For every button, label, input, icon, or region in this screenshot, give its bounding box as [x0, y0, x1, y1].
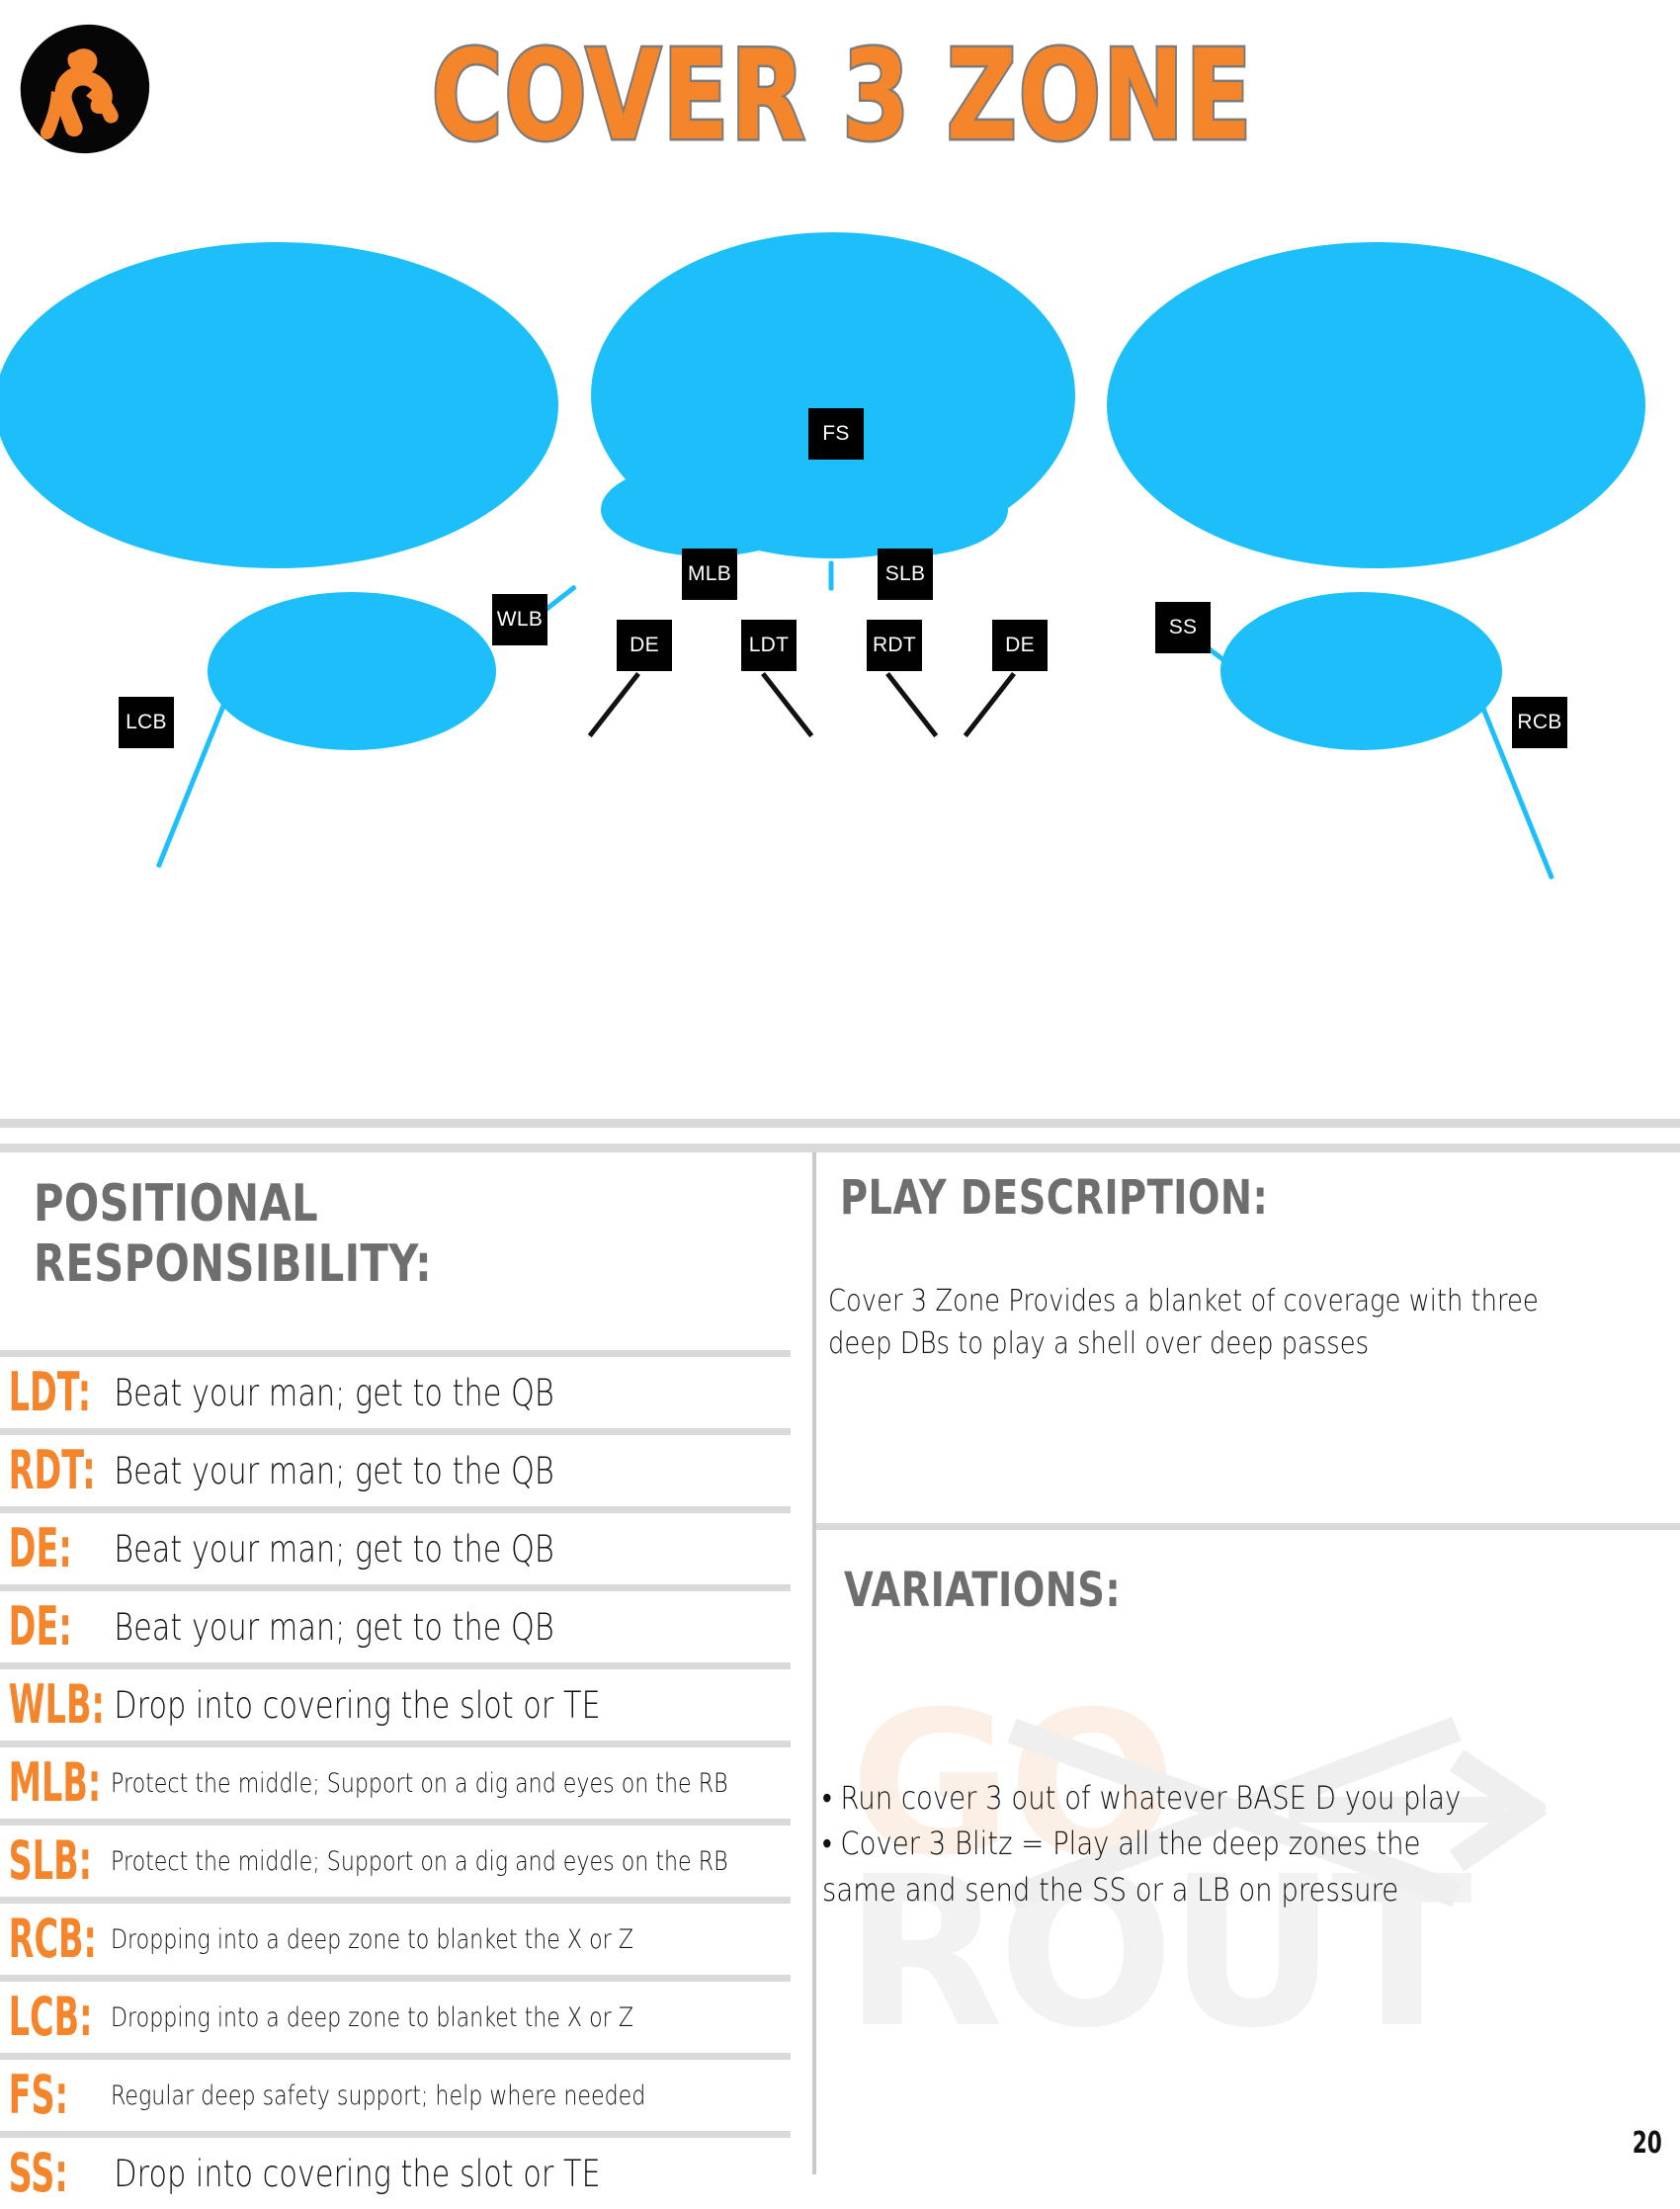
section-divider-top-2 — [0, 1144, 1680, 1152]
player-box-fs[interactable]: FS — [808, 408, 864, 460]
row-description: Beat your man; get to the QB — [114, 1527, 554, 1571]
panel-vertical-divider — [812, 1152, 816, 2174]
row-position-label: WLB: — [8, 1673, 105, 1736]
positional-responsibility-heading: POSITIONAL RESPONSIBILITY: — [34, 1174, 432, 1296]
table-row: WLB: Drop into covering the slot or TE — [0, 1662, 791, 1741]
player-box-lcb[interactable]: LCB — [119, 697, 174, 748]
row-description: Drop into covering the slot or TE — [114, 2152, 601, 2195]
play-info-panel: PLAY DESCRIPTION: Cover 3 Zone Provides … — [816, 1152, 1680, 2174]
player-label-lcb: LCB — [126, 711, 167, 733]
player-box-mlb[interactable]: MLB — [682, 549, 737, 600]
row-position-label: DE: — [8, 1595, 72, 1657]
rush-line-de-left — [587, 671, 640, 738]
player-box-wlb[interactable]: WLB — [492, 594, 547, 645]
list-item: • Run cover 3 out of whatever BASE D you… — [822, 1779, 1462, 1817]
play-description-heading: PLAY DESCRIPTION: — [840, 1170, 1269, 1226]
player-box-ldt[interactable]: LDT — [741, 620, 797, 671]
player-label-ldt: LDT — [748, 634, 790, 656]
player-label-ss: SS — [1168, 616, 1198, 638]
table-row: RDT: Beat your man; get to the QB — [0, 1428, 791, 1506]
table-row: SS: Drop into covering the slot or TE — [0, 2131, 791, 2209]
row-position-label: DE: — [8, 1517, 72, 1579]
page-title: COVER 3 ZONE — [430, 23, 1254, 168]
row-position-label: RDT: — [8, 1439, 96, 1501]
list-item: • Cover 3 Blitz = Play all the deep zone… — [822, 1825, 1421, 1863]
team-logo-icon — [18, 22, 152, 156]
rush-line-de-right — [963, 671, 1016, 738]
positional-responsibility-panel: POSITIONAL RESPONSIBILITY: LDT: Beat you… — [0, 1152, 812, 2209]
player-label-fs: FS — [822, 422, 850, 445]
player-box-de-right[interactable]: DE — [992, 620, 1048, 671]
row-description: Beat your man; get to the QB — [114, 1371, 554, 1414]
play-diagram: FS MLB SLB WLB SS LCB RCB DE LDT RDT DE — [0, 232, 1680, 1122]
row-position-label: LCB: — [8, 1986, 93, 2048]
table-row: MLB: Protect the middle; Support on a di… — [0, 1741, 791, 1819]
drop-line-fs — [828, 560, 834, 591]
row-description: Dropping into a deep zone to blanket the… — [111, 1923, 634, 1955]
player-label-rdt: RDT — [872, 634, 917, 656]
zone-flat-left — [208, 592, 496, 750]
player-box-rcb[interactable]: RCB — [1512, 697, 1567, 748]
row-description: Beat your man; get to the QB — [114, 1605, 554, 1649]
player-label-de-left: DE — [630, 634, 659, 656]
page-number: 20 — [1632, 2126, 1662, 2161]
section-divider-top — [0, 1119, 1680, 1128]
zone-hook-curl-left — [601, 463, 813, 556]
row-position-label: RCB: — [8, 1908, 97, 1970]
row-description: Protect the middle; Support on a dig and… — [111, 1845, 728, 1877]
play-description-body: Cover 3 Zone Provides a blanket of cover… — [828, 1284, 1539, 1361]
player-label-wlb: WLB — [496, 608, 544, 631]
responsibility-table: LDT: Beat your man; get to the QB RDT: B… — [0, 1350, 791, 2209]
row-position-label: MLB: — [8, 1751, 102, 1814]
player-box-de-left[interactable]: DE — [617, 620, 672, 671]
table-row: DE: Beat your man; get to the QB — [0, 1506, 791, 1584]
rush-line-rdt — [885, 671, 939, 738]
player-label-mlb: MLB — [687, 562, 732, 585]
row-description: Regular deep safety support; help where … — [111, 2080, 646, 2111]
positional-heading-line2: RESPONSIBILITY: — [34, 1234, 433, 1295]
variations-heading: VARIATIONS: — [844, 1563, 1122, 1618]
player-label-slb: SLB — [884, 562, 926, 585]
panel-inner-divider — [816, 1523, 1680, 1530]
player-box-slb[interactable]: SLB — [878, 549, 933, 600]
row-description: Dropping into a deep zone to blanket the… — [111, 2001, 634, 2033]
row-position-label: SS: — [8, 2142, 68, 2204]
row-description: Drop into covering the slot or TE — [114, 1683, 601, 1727]
table-row: RCB: Dropping into a deep zone to blanke… — [0, 1897, 791, 1975]
page-header: COVER 3 ZONE — [0, 0, 1680, 237]
row-position-label: FS: — [8, 2064, 69, 2126]
player-label-de-right: DE — [1005, 634, 1035, 656]
row-position-label: SLB: — [8, 1829, 93, 1892]
table-row: DE: Beat your man; get to the QB — [0, 1584, 791, 1662]
zone-deep-right-third — [1107, 242, 1645, 568]
player-box-rdt[interactable]: RDT — [867, 620, 922, 671]
player-label-rcb: RCB — [1517, 711, 1562, 733]
row-description: Protect the middle; Support on a dig and… — [111, 1767, 728, 1799]
table-row: SLB: Protect the middle; Support on a di… — [0, 1819, 791, 1897]
positional-heading-line1: POSITIONAL — [34, 1174, 319, 1233]
player-box-ss[interactable]: SS — [1155, 602, 1211, 653]
table-row: LDT: Beat your man; get to the QB — [0, 1350, 791, 1428]
drop-line-rcb — [1457, 648, 1554, 881]
row-description: Beat your man; get to the QB — [114, 1449, 554, 1492]
variations-list: • Run cover 3 out of whatever BASE D you… — [822, 1775, 1578, 1912]
row-position-label: LDT: — [8, 1361, 92, 1423]
zone-hook-curl-right — [805, 463, 1008, 556]
zone-flat-right — [1220, 592, 1502, 750]
table-row: LCB: Dropping into a deep zone to blanke… — [0, 1975, 791, 2053]
rush-line-ldt — [761, 671, 814, 738]
table-row: FS: Regular deep safety support; help wh… — [0, 2053, 791, 2131]
list-item: same and send the SS or a LB on pressure — [822, 1870, 1399, 1909]
zone-deep-left-third — [0, 242, 558, 568]
